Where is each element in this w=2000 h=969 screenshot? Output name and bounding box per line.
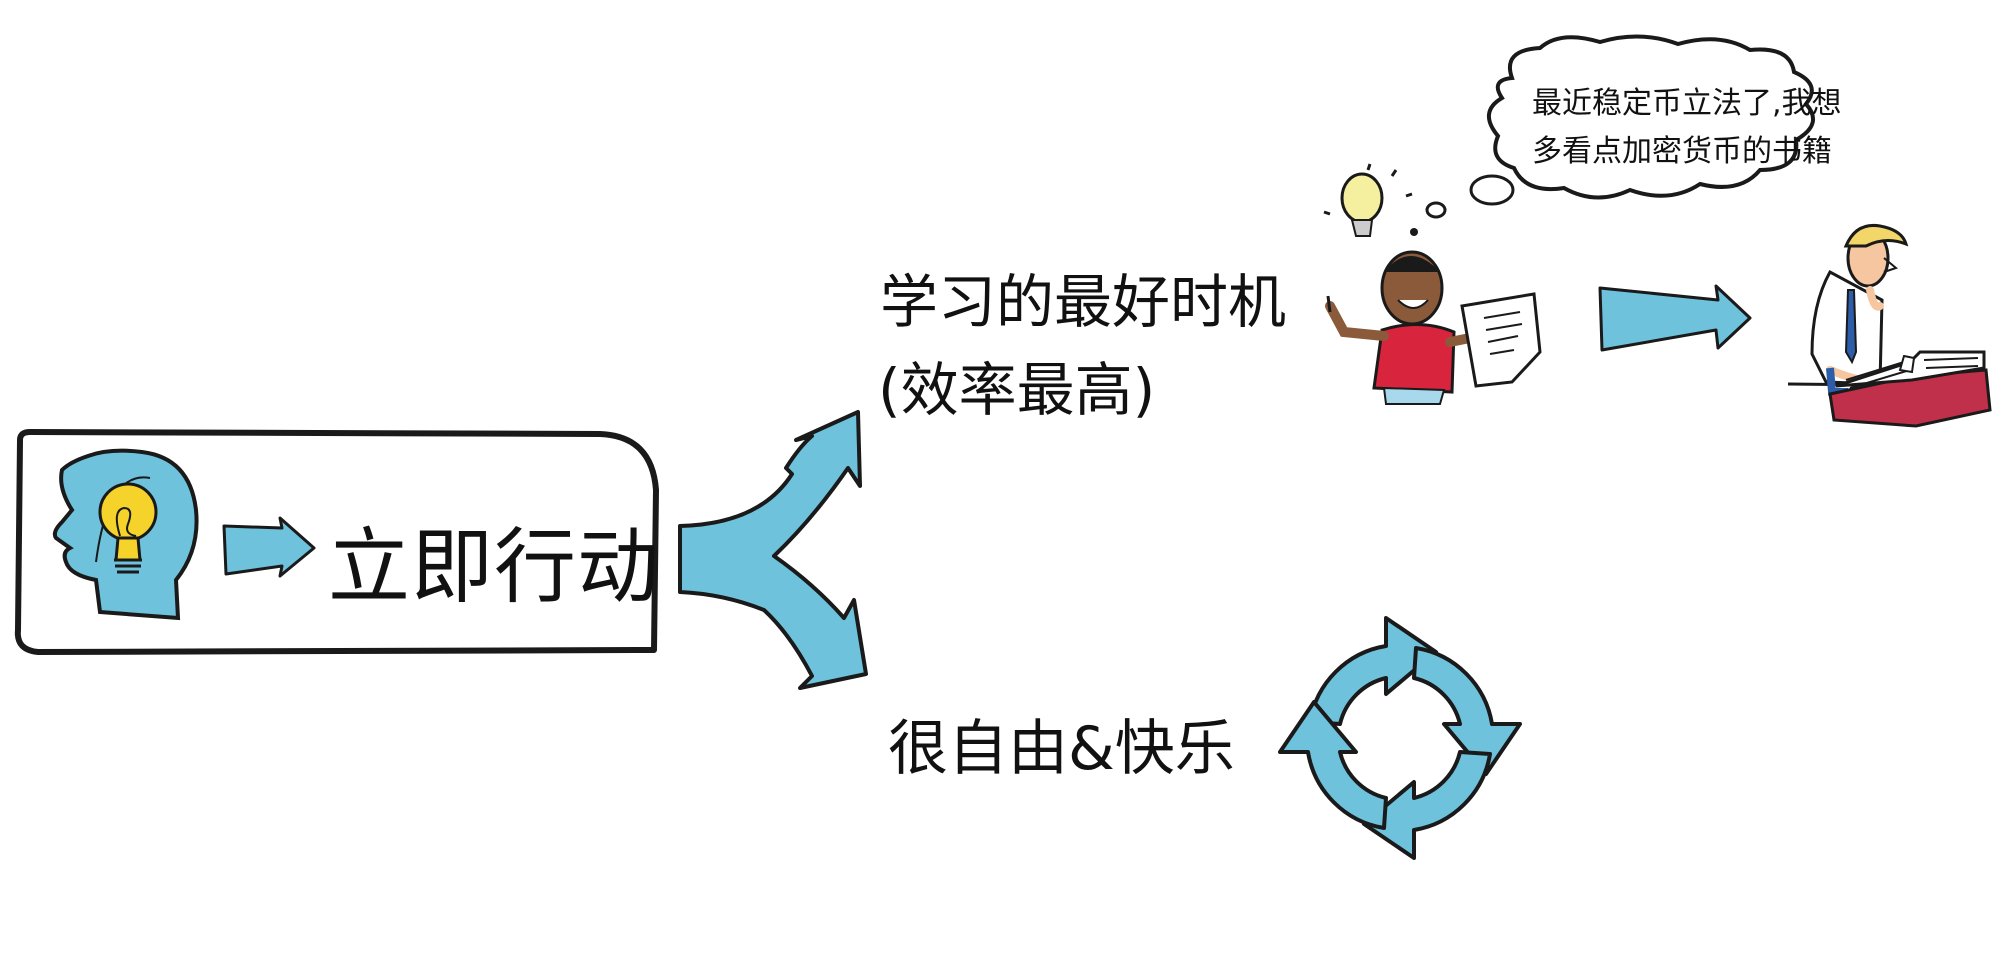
inner-arrow-icon (222, 516, 316, 578)
thought-bubble-line-1: 最近稳定币立法了,我想 (1532, 86, 1842, 121)
split-arrow-icon (678, 410, 868, 690)
reading-man-icon (1787, 223, 1992, 428)
learning-branch-subtitle: (效率最高) (878, 356, 1156, 424)
freedom-branch-label: 很自由&快乐 (888, 714, 1235, 784)
thinking-man-icon (1323, 163, 1542, 405)
learning-branch-title: 学习的最好时机 (880, 268, 1287, 336)
action-label: 立即行动 (328, 520, 661, 615)
cycle-arrows-icon (1278, 616, 1522, 860)
head-lightbulb-icon (52, 448, 199, 621)
thought-bubble-line-2: 多看点加密货币的书籍 (1532, 134, 1832, 169)
right-arrow-icon (1598, 284, 1752, 352)
thought-bubble (1487, 34, 1816, 200)
